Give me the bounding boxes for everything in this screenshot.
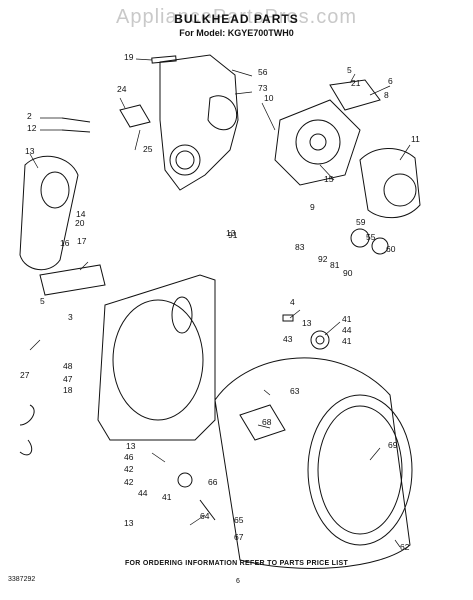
- callout-label: 65: [234, 515, 244, 525]
- bulkhead-opening: [112, 299, 204, 421]
- upper-bulkhead-panel: [159, 54, 239, 191]
- exhaust-opening: [169, 144, 201, 176]
- blower-housing: [274, 99, 361, 186]
- callout-label: 60: [386, 244, 396, 254]
- motor-housing: [359, 148, 421, 219]
- callout-label: 46: [124, 452, 134, 462]
- burner-tube: [39, 264, 106, 296]
- callout-label: 16: [60, 238, 70, 248]
- callout-label: 90: [343, 268, 353, 278]
- callout-label: 10: [264, 93, 274, 103]
- part-19-pin: [151, 55, 177, 64]
- bracket-part-24: [119, 104, 151, 128]
- callout-label: 11: [411, 134, 420, 144]
- callout-label: 6: [388, 76, 393, 86]
- drum-baffle-68: [239, 404, 286, 441]
- callout-label: 3: [68, 312, 73, 322]
- roller-bottom: [177, 472, 193, 488]
- callout-label: 13: [126, 441, 136, 451]
- idler-bracket: [329, 79, 381, 111]
- watermark: AppliancePartsPros.com: [116, 6, 357, 28]
- callout-label: 59: [356, 217, 366, 227]
- callout-label: 25: [143, 144, 153, 154]
- callout-label: 44: [342, 325, 352, 335]
- pulley-60: [371, 237, 389, 255]
- callout-label: 43: [283, 334, 293, 344]
- callout-label: 5: [40, 296, 45, 306]
- callout-label: 21: [351, 78, 361, 88]
- callout-label: 14: [76, 209, 86, 219]
- callout-label: 91: [228, 230, 238, 240]
- callout-label: 5: [347, 65, 352, 75]
- diagram-title: BULKHEAD PARTS: [174, 12, 299, 26]
- callout-label: 48: [63, 361, 73, 371]
- callout-label: 41: [162, 492, 172, 502]
- callout-label: 67: [234, 532, 244, 542]
- callout-label: 62: [400, 542, 410, 552]
- callout-label: 27: [20, 370, 30, 380]
- blower-wheel: [295, 119, 341, 165]
- callout-layer: 1956732410562111212258131415201716134595…: [20, 52, 420, 552]
- callout-label: 20: [75, 218, 85, 228]
- callout-label: 19: [124, 52, 134, 62]
- ordering-note: FOR ORDERING INFORMATION REFER TO PARTS …: [124, 560, 349, 567]
- callout-label: 42: [124, 464, 134, 474]
- drum-front-opening: [307, 394, 413, 546]
- callout-label: 63: [290, 386, 300, 396]
- callout-label: 12: [27, 123, 37, 133]
- callout-label: 68: [262, 417, 272, 427]
- callout-label: 13: [302, 318, 312, 328]
- callout-label: 9: [310, 202, 315, 212]
- callout-label: 83: [295, 242, 305, 252]
- pulley-55: [350, 228, 370, 248]
- callout-label: 41: [342, 336, 352, 346]
- callout-label: 13: [25, 146, 35, 156]
- lint-duct-14: [19, 155, 79, 270]
- callout-label: 44: [138, 488, 148, 498]
- document-number: 3387292: [8, 576, 36, 583]
- callout-label: 17: [77, 236, 87, 246]
- switch-part-4: [282, 314, 294, 322]
- callout-label: 2: [27, 111, 32, 121]
- callout-label: 55: [366, 232, 376, 242]
- callout-label: 42: [124, 477, 134, 487]
- callout-label: 18: [63, 385, 73, 395]
- callout-label: 47: [63, 374, 73, 384]
- callout-label: 92: [318, 254, 328, 264]
- front-bulkhead: [97, 274, 216, 441]
- callout-label: 81: [330, 260, 340, 270]
- callout-label: 13: [124, 518, 134, 528]
- roller-41: [310, 330, 330, 350]
- motor-end-plate: [383, 173, 417, 207]
- callout-label: 64: [200, 511, 210, 521]
- diagram-subtitle: For Model: KGYE700TWH0: [179, 28, 294, 38]
- page-number: 6: [236, 578, 240, 585]
- drum: [214, 357, 411, 569]
- callout-label: 66: [208, 477, 218, 487]
- callout-label: 15: [324, 174, 334, 184]
- callout-label: 41: [342, 314, 352, 324]
- callout-label: 56: [258, 67, 268, 77]
- callout-label: 73: [258, 83, 268, 93]
- harness-18: [19, 404, 35, 456]
- callout-label: 69: [388, 440, 398, 450]
- callout-label: 13: [226, 228, 236, 238]
- callout-label: 4: [290, 297, 295, 307]
- callout-label: 8: [384, 90, 389, 100]
- callout-label: 24: [117, 84, 127, 94]
- duct-seal: [207, 95, 238, 131]
